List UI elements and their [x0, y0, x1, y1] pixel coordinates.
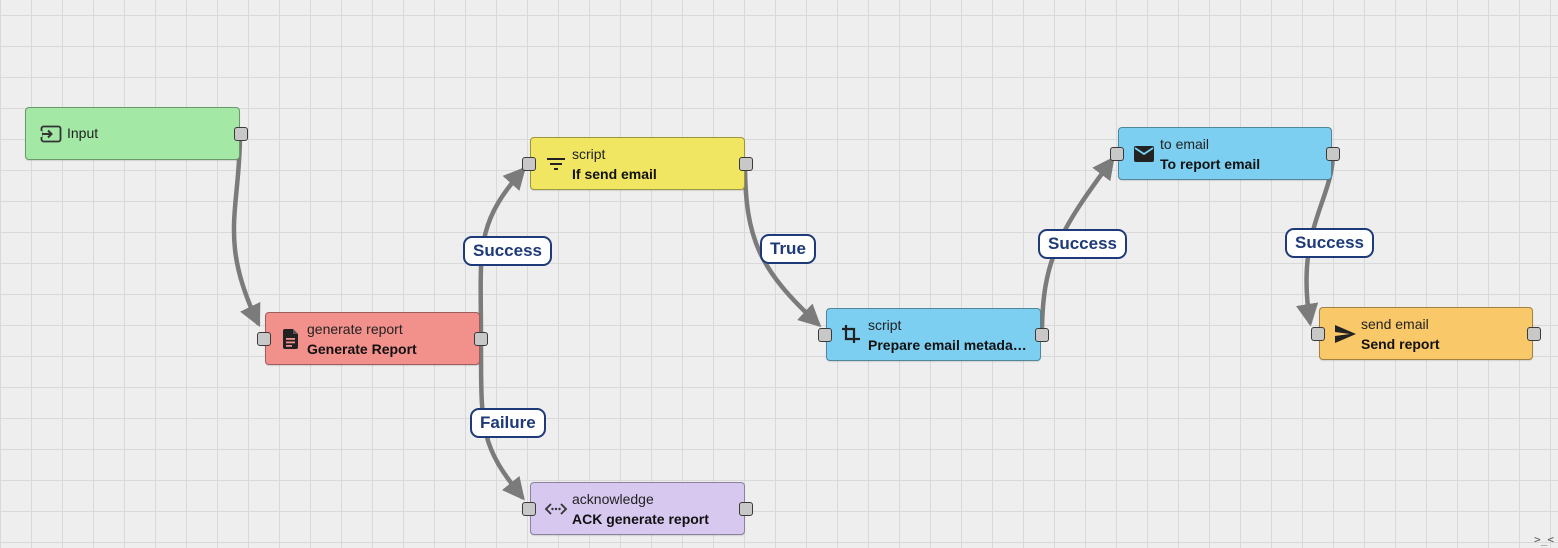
dotted-code-icon [544, 497, 568, 521]
edge-label-failure[interactable]: Failure [470, 408, 546, 438]
node-generate-report[interactable]: generate report Generate Report [257, 312, 488, 365]
node-name: Send report [1361, 336, 1440, 352]
input-port[interactable] [818, 328, 832, 342]
node-type: acknowledge [572, 491, 654, 507]
input-port[interactable] [257, 332, 271, 346]
canvas-corner-control[interactable]: >_< [1534, 533, 1554, 546]
output-port[interactable] [739, 157, 753, 171]
edge-label-success[interactable]: Success [1038, 229, 1127, 259]
node-name: Input [67, 125, 99, 141]
input-port[interactable] [522, 502, 536, 516]
input-port[interactable] [1311, 327, 1325, 341]
output-port[interactable] [474, 332, 488, 346]
edge-input-to-generate-report [231, 131, 261, 328]
output-port[interactable] [739, 502, 753, 516]
node-type: generate report [307, 321, 403, 337]
node-send-report[interactable]: send email Send report [1311, 307, 1541, 360]
node-name: Prepare email metada… [868, 337, 1027, 353]
send-icon [1333, 322, 1357, 346]
output-port[interactable] [1527, 327, 1541, 341]
node-name: Generate Report [307, 341, 417, 357]
node-type: script [868, 317, 902, 333]
node-type: to email [1160, 136, 1210, 152]
node-type: script [572, 146, 606, 162]
node-prepare-email-metadata[interactable]: script Prepare email metada… [818, 308, 1049, 361]
output-port[interactable] [234, 127, 248, 141]
node-type: send email [1361, 316, 1429, 332]
node-input[interactable]: Input [25, 107, 248, 160]
edge-label-success[interactable]: Success [1285, 228, 1374, 258]
node-name: If send email [572, 166, 657, 182]
filter-icon [544, 152, 568, 176]
node-ack-generate-report[interactable]: acknowledge ACK generate report [522, 482, 753, 535]
crop-icon [840, 323, 864, 347]
document-icon [279, 327, 303, 351]
node-name: To report email [1160, 156, 1261, 172]
node-if-send-email[interactable]: script If send email [522, 137, 753, 190]
output-port[interactable] [1326, 147, 1340, 161]
edge-label-success[interactable]: Success [463, 236, 552, 266]
input-port[interactable] [1110, 147, 1124, 161]
node-to-report-email[interactable]: to email To report email [1110, 127, 1340, 180]
input-icon [39, 122, 63, 146]
mail-icon [1132, 142, 1156, 166]
edge-label-true[interactable]: True [760, 234, 816, 264]
input-port[interactable] [522, 157, 536, 171]
output-port[interactable] [1035, 328, 1049, 342]
node-name: ACK generate report [572, 511, 709, 527]
